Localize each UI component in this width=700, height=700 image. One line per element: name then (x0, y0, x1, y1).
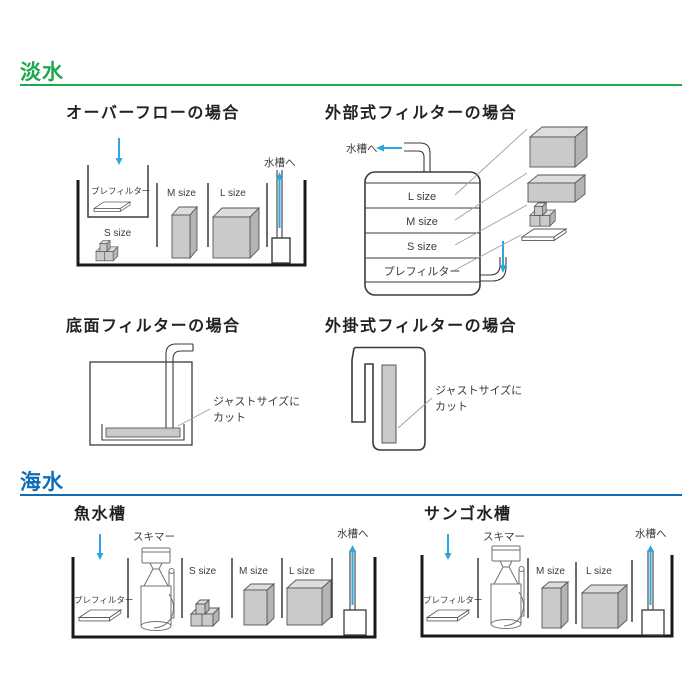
m-size-block-icon (540, 581, 570, 630)
overflow-title: オーバーフローの場合 (66, 105, 240, 122)
skimmer-label: スキマー (133, 531, 175, 543)
return-pump (343, 609, 367, 636)
m-size-block-icon (526, 174, 587, 203)
outflow-arrow-icon (376, 144, 402, 152)
return-pump (641, 609, 665, 636)
cut-note-line1: ジャストサイズに (435, 383, 522, 397)
inflow-arrow-icon (115, 138, 123, 165)
cut-note-line1: ジャストサイズに (213, 394, 300, 408)
fish-tank-diagram: プレフィルター スキマー S size M size L size 水槽へ (71, 528, 377, 639)
to-tank-label: 水槽へ (264, 157, 296, 169)
connector-lines (454, 128, 528, 271)
external-filter-diagram: 水槽へ L size M size S size プレフィルター (346, 126, 589, 296)
prefilter-plate-icon (93, 201, 131, 212)
return-pipe (349, 550, 356, 610)
protein-skimmer-icon (490, 545, 525, 629)
l-size-block-icon (211, 206, 261, 260)
s-size-cubes-icon (529, 202, 556, 227)
hangon-filter-title: 外掛式フィルターの場合 (325, 318, 518, 335)
to-tank-label: 水槽へ (346, 143, 378, 155)
hangon-filter-diagram: ジャストサイズに カット (351, 346, 522, 451)
s-size-cubes-icon (95, 240, 119, 262)
l-size-label: L size (220, 188, 246, 199)
filter-plate (105, 427, 181, 438)
lift-pipe (165, 343, 194, 431)
external-filter-title: 外部式フィルターの場合 (325, 105, 518, 122)
return-pump (271, 237, 291, 264)
prefilter-band-label: プレフィルター (384, 265, 461, 278)
return-pipe (647, 550, 654, 610)
tank-outline (420, 555, 674, 638)
m-size-block-icon (242, 583, 276, 627)
filter-pad (381, 364, 397, 444)
skimmer-label: スキマー (483, 531, 525, 543)
to-tank-label: 水槽へ (337, 528, 369, 540)
coral-tank-title: サンゴ水槽 (424, 506, 512, 523)
inflow-arrow-icon (444, 534, 452, 560)
saltwater-rule (20, 494, 682, 496)
m-size-label: M size (239, 566, 268, 577)
l-size-band-label: L size (408, 191, 436, 203)
sump-tank-outline (76, 180, 307, 267)
cut-note-line2: カット (435, 400, 468, 413)
prefilter-label: プレフィルター (423, 595, 482, 605)
canister-band-lines (365, 182, 480, 283)
m-size-band-label: M size (406, 216, 438, 228)
m-size-block-icon (171, 205, 198, 260)
m-size-label: M size (167, 188, 196, 199)
fish-tank-title: 魚水槽 (74, 506, 127, 523)
tank-outline (71, 557, 377, 639)
outlet-pipe (404, 142, 431, 172)
overflow-sump-diagram: 水槽へ プレフィルター S size M size L size (76, 138, 307, 267)
prefilter-plate-icon (426, 609, 470, 622)
outflow-arrow-icon (276, 172, 283, 228)
l-size-label: L size (289, 566, 315, 577)
freshwater-rule (20, 84, 682, 86)
m-size-label: M size (536, 566, 565, 577)
freshwater-heading: 淡水 (20, 61, 64, 84)
protein-skimmer-icon (140, 547, 175, 631)
prefilter-plate-icon (78, 609, 122, 622)
outflow-arrow-icon (349, 545, 356, 605)
prefilter-label: プレフィルター (91, 186, 150, 196)
l-size-block-icon (580, 583, 629, 630)
to-tank-label: 水槽へ (635, 528, 667, 540)
tank-outline (89, 361, 193, 446)
outflow-arrow-icon (647, 545, 654, 605)
prefilter-label: プレフィルター (74, 595, 133, 605)
l-size-label: L size (586, 566, 612, 577)
bottom-filter-title: 底面フィルターの場合 (66, 318, 241, 335)
pointer-line (397, 397, 433, 429)
s-size-label: S size (104, 228, 132, 239)
pointer-line (177, 408, 211, 427)
l-size-block-icon (528, 126, 589, 168)
s-size-cubes-icon (190, 599, 220, 627)
prefilter-plate-icon (521, 228, 567, 241)
inflow-arrow-icon (96, 534, 104, 560)
saltwater-heading: 海水 (20, 471, 64, 494)
bottom-filter-diagram: ジャストサイズに カット (89, 343, 300, 446)
cut-note-line2: カット (213, 411, 246, 424)
s-size-band-label: S size (407, 241, 437, 253)
return-pipe (276, 170, 283, 238)
s-size-label: S size (189, 566, 217, 577)
prefilter-chamber (87, 165, 149, 218)
l-size-block-icon (285, 578, 333, 627)
coral-tank-diagram: プレフィルター スキマー M size L size 水槽へ (420, 528, 674, 638)
filter-tray-outline (101, 424, 185, 441)
